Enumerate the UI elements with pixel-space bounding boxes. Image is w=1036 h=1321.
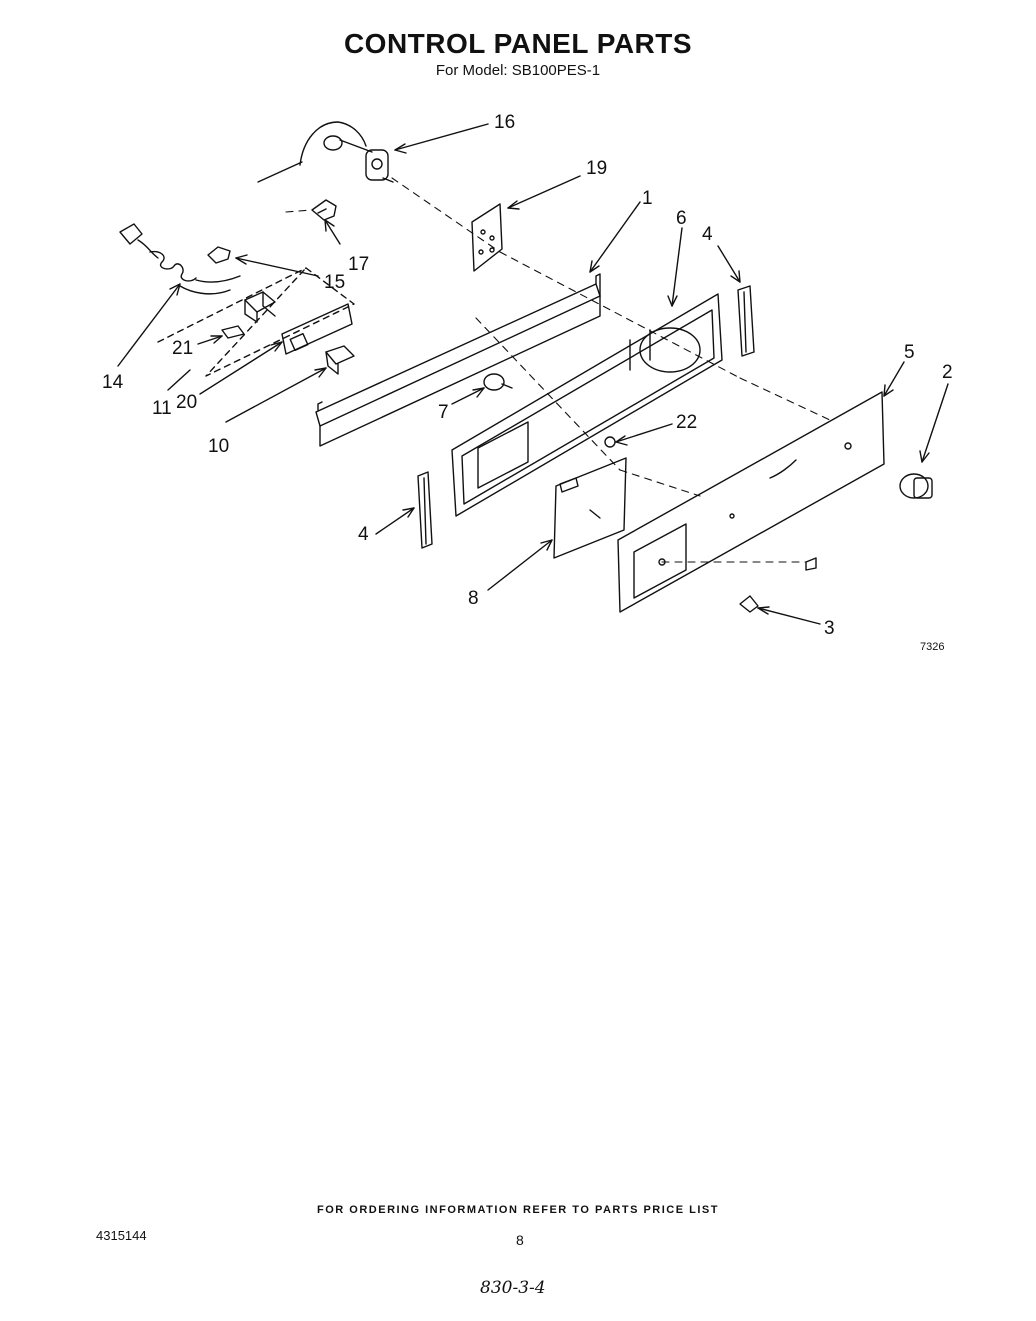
callout-7: 7 bbox=[438, 402, 449, 423]
handwritten-note: 830-3-4 bbox=[480, 1278, 546, 1298]
part-15-connector bbox=[207, 246, 231, 264]
callout-1: 1 bbox=[642, 188, 653, 209]
part-4-end-strip-right bbox=[737, 285, 755, 357]
assembly-lines bbox=[285, 177, 831, 563]
part-14-power-cord bbox=[119, 223, 241, 295]
callout-16: 16 bbox=[494, 112, 515, 133]
ordering-note: FOR ORDERING INFORMATION REFER TO PARTS … bbox=[317, 1204, 719, 1216]
panel-fastener bbox=[805, 557, 817, 571]
part-1-channel bbox=[315, 273, 601, 447]
figure-number: 7326 bbox=[920, 641, 944, 653]
callout-21: 21 bbox=[172, 338, 193, 359]
callout-4-lower: 4 bbox=[358, 524, 369, 545]
callout-4-upper: 4 bbox=[702, 224, 713, 245]
callout-8: 8 bbox=[468, 588, 479, 609]
callout-10: 10 bbox=[208, 436, 229, 457]
callout-20: 20 bbox=[176, 392, 197, 413]
part-4-end-strip-left bbox=[417, 471, 433, 549]
part-2-knob bbox=[899, 473, 933, 499]
part-3-button bbox=[739, 595, 759, 613]
callout-15: 15 bbox=[324, 272, 345, 293]
leader-lines bbox=[117, 123, 949, 625]
callout-3: 3 bbox=[824, 618, 835, 639]
part-5-console-panel bbox=[617, 391, 885, 613]
document-number: 4315144 bbox=[96, 1228, 147, 1243]
callout-11: 11 bbox=[152, 398, 172, 419]
part-8-control-board bbox=[553, 457, 627, 559]
part-19-bracket bbox=[471, 203, 503, 272]
part-11-terminal-block-group bbox=[157, 267, 355, 377]
part-6-console-frame bbox=[451, 293, 723, 517]
callout-22: 22 bbox=[676, 412, 697, 433]
page-number: 8 bbox=[516, 1232, 524, 1248]
page-title: CONTROL PANEL PARTS bbox=[343, 28, 693, 59]
callout-6: 6 bbox=[676, 208, 687, 229]
callout-2: 2 bbox=[942, 362, 953, 383]
part-22-grommet bbox=[604, 436, 616, 448]
callout-19: 19 bbox=[586, 158, 607, 179]
part-7-insert bbox=[483, 373, 513, 391]
callout-5: 5 bbox=[904, 342, 915, 363]
callout-17: 17 bbox=[348, 254, 369, 275]
part-16-timer-motor bbox=[257, 121, 394, 183]
part-17-clip bbox=[311, 199, 337, 221]
model-subtitle: For Model: SB100PES-1 bbox=[435, 62, 601, 79]
callout-14: 14 bbox=[102, 372, 124, 393]
